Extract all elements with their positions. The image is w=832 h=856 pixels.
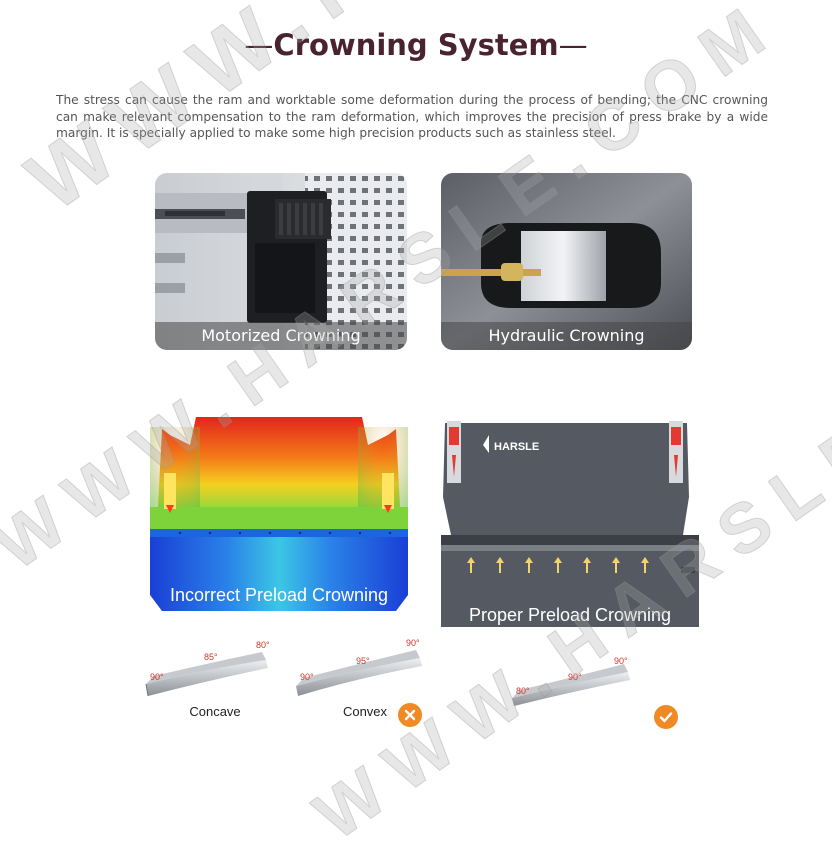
motorized-caption: Motorized Crowning (155, 322, 407, 350)
title-text: Crowning System (273, 28, 559, 62)
correct-part-image (512, 664, 630, 706)
machine-proper-preload: HARSLE Proper Preload Crowning (437, 417, 703, 631)
convex-angle-2: 95° (356, 656, 370, 666)
harsle-logo: HARSLE (494, 441, 539, 453)
concave-angle-1: 90° (150, 672, 164, 682)
cross-icon (404, 709, 416, 721)
heatmap-press-brake (150, 417, 408, 611)
cross-badge (398, 703, 422, 727)
correct-angle-3: 90° (614, 656, 628, 666)
convex-part: 90° 95° 90° (292, 636, 424, 698)
concave-angle-3: 80° (256, 640, 270, 650)
check-badge (654, 705, 678, 729)
correct-angle-1: 80° (516, 686, 530, 696)
title-dash-left: — (244, 28, 274, 62)
photo-motorized-crowning: Motorized Crowning (155, 173, 407, 350)
incorrect-preload-caption: Incorrect Preload Crowning (169, 585, 389, 605)
machine-incorrect-preload: Incorrect Preload Crowning (150, 417, 408, 615)
convex-angle-1: 90° (300, 672, 314, 682)
hydraulic-caption: Hydraulic Crowning (441, 322, 692, 350)
convex-angle-3: 90° (406, 638, 420, 648)
page-title: —Crowning System— (0, 28, 832, 62)
convex-part-image (296, 650, 422, 696)
concave-label: Concave (189, 704, 241, 719)
motorized-crowning-image (155, 173, 407, 350)
hydraulic-crowning-image (441, 173, 692, 350)
concave-part: 90° 85° 80° (140, 640, 272, 700)
proper-press-brake: HARSLE (441, 421, 699, 627)
title-dash-right: — (558, 28, 588, 62)
photo-hydraulic-crowning: Hydraulic Crowning (441, 173, 692, 350)
correct-part: 80° 90° 90° (508, 650, 632, 708)
check-icon (659, 712, 673, 723)
concave-angle-2: 85° (204, 652, 218, 662)
proper-preload-caption: Proper Preload Crowning (468, 605, 672, 625)
correct-angle-2: 90° (568, 672, 582, 682)
convex-label: Convex (342, 704, 388, 719)
intro-paragraph: The stress can cause the ram and worktab… (56, 93, 768, 140)
concave-part-image (145, 652, 268, 697)
